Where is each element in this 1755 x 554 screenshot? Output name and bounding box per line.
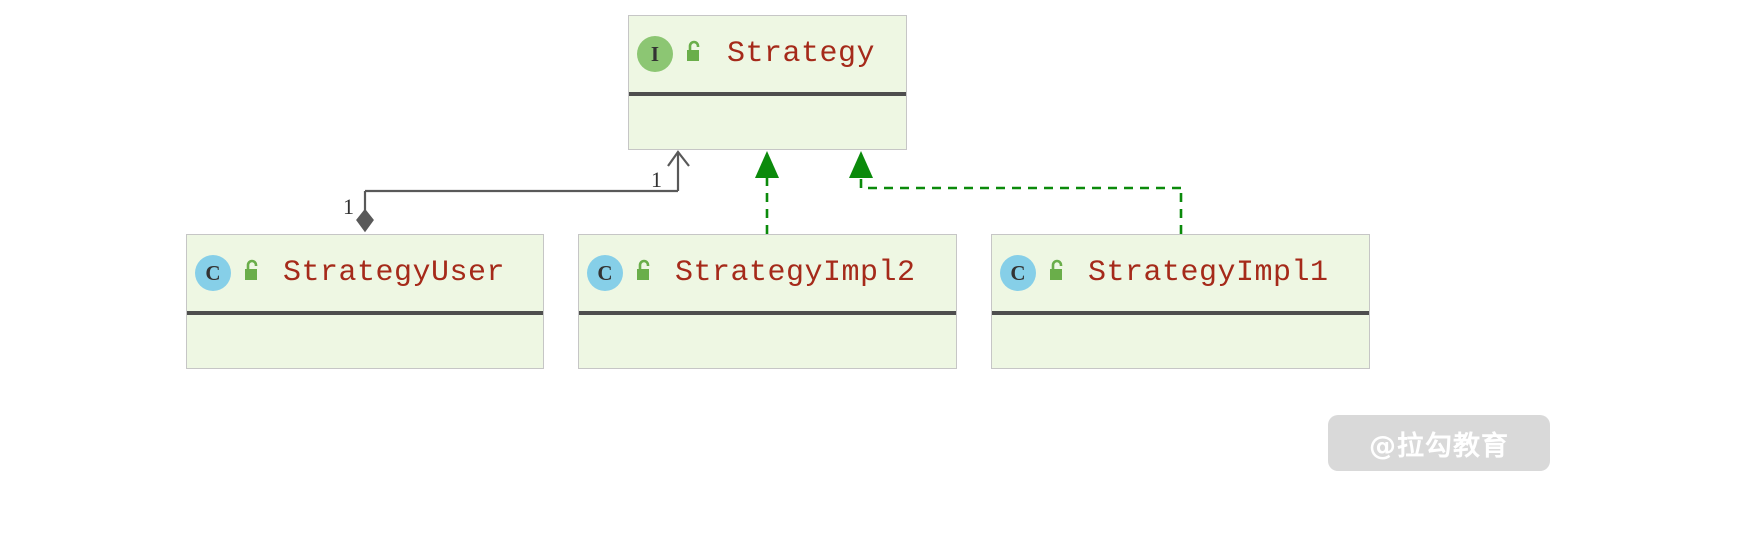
edge-realization-strategyimpl2-strategy <box>755 151 779 234</box>
watermark: @拉勾教育 <box>1328 415 1550 471</box>
uml-members-compartment <box>629 96 906 149</box>
compartment-separator <box>579 311 956 315</box>
uml-node-strategyimpl2[interactable]: C StrategyImpl2 <box>578 234 957 369</box>
uml-node-strategy[interactable]: I Strategy <box>628 15 907 150</box>
class-badge-icon: C <box>587 255 623 291</box>
unlock-icon <box>241 259 263 288</box>
class-badge-icon: C <box>195 255 231 291</box>
class-badge-icon: C <box>1000 255 1036 291</box>
uml-node-strategyuser[interactable]: C StrategyUser <box>186 234 544 369</box>
edge-aggregation-strategyuser-strategy <box>356 150 690 233</box>
edge-realization-strategyimpl1-strategy <box>849 151 1183 234</box>
uml-node-title: Strategy <box>727 37 876 71</box>
uml-members-compartment <box>187 315 543 368</box>
multiplicity-label-source: 1 <box>343 194 354 219</box>
compartment-separator <box>992 311 1369 315</box>
multiplicity-label-target: 1 <box>651 167 662 192</box>
unlock-icon <box>1046 259 1068 288</box>
uml-members-compartment <box>579 315 956 368</box>
uml-node-header: C StrategyImpl1 <box>992 235 1369 311</box>
unlock-icon <box>633 259 655 288</box>
uml-node-header: C StrategyUser <box>187 235 543 311</box>
uml-node-title: StrategyImpl2 <box>675 256 916 290</box>
compartment-separator <box>187 311 543 315</box>
uml-node-strategyimpl1[interactable]: C StrategyImpl1 <box>991 234 1370 369</box>
unlock-icon <box>683 40 705 69</box>
uml-node-title: StrategyUser <box>283 256 506 290</box>
uml-node-title: StrategyImpl1 <box>1088 256 1329 290</box>
interface-badge-icon: I <box>637 36 673 72</box>
uml-node-header: I Strategy <box>629 16 906 92</box>
uml-node-header: C StrategyImpl2 <box>579 235 956 311</box>
uml-members-compartment <box>992 315 1369 368</box>
compartment-separator <box>629 92 906 96</box>
